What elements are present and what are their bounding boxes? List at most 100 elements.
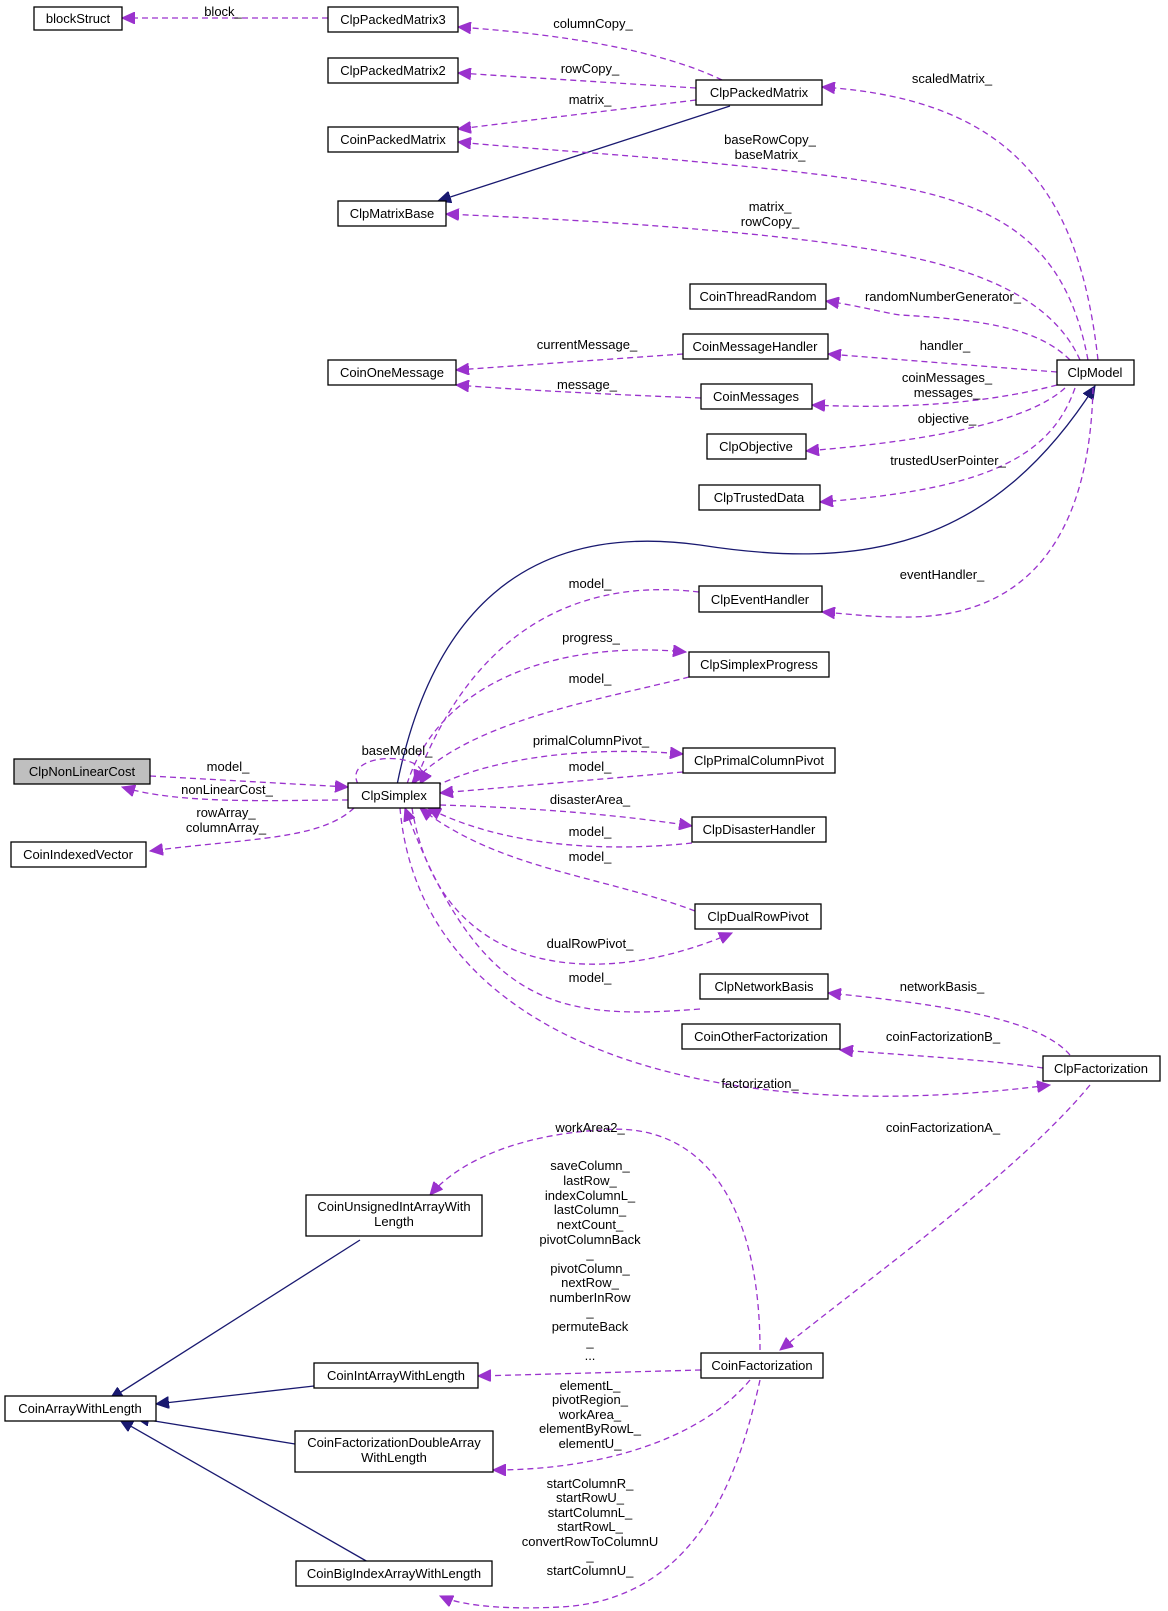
node-label: ClpPackedMatrix2 xyxy=(340,63,446,78)
edges xyxy=(110,18,1099,1609)
edge-networkbasis xyxy=(828,993,1071,1056)
node-clpfactorization[interactable]: ClpFactorization xyxy=(1042,1055,1161,1082)
edge-bigindex-inherits-arraywithlength xyxy=(120,1420,369,1563)
edge-label-disasterarea: disasterArea_ xyxy=(550,792,631,807)
node-clpsimplexprogress[interactable]: ClpSimplexProgress xyxy=(688,651,830,678)
node-coinarraywithlength[interactable]: CoinArrayWithLength xyxy=(4,1395,157,1422)
int-array-label-10: numberInRow xyxy=(550,1290,632,1305)
edge-coinmessages xyxy=(812,384,1058,406)
node-clppackedmatrix3[interactable]: ClpPackedMatrix3 xyxy=(327,6,459,33)
edge-nonlinearcost xyxy=(122,787,349,802)
bigindex-array-label-4: startRowL_ xyxy=(557,1519,624,1534)
edge-label-message: message_ xyxy=(557,377,618,392)
node-coinmessages[interactable]: CoinMessages xyxy=(700,383,813,410)
node-label: ClpNonLinearCost xyxy=(29,764,136,779)
edge-label-baserowcopy-2: baseMatrix_ xyxy=(735,147,807,162)
node-clpnetworkbasis[interactable]: ClpNetworkBasis xyxy=(699,973,829,1000)
edge-label-bigindexarrays: startColumnR_ startRowU_ startColumnL_ s… xyxy=(522,1476,659,1578)
node-label: CoinMessageHandler xyxy=(692,339,818,354)
edge-label-progress: progress_ xyxy=(562,630,621,645)
node-label: CoinArrayWithLength xyxy=(18,1401,142,1416)
bigindex-array-label-5: convertRowToColumnU xyxy=(522,1534,659,1549)
int-array-label-12: permuteBack xyxy=(552,1319,629,1334)
edge-columncopy xyxy=(458,27,723,81)
node-label: ClpFactorization xyxy=(1054,1061,1148,1076)
edge-label-rowarray-1: rowArray_ xyxy=(196,805,256,820)
bigindex-array-label-1: startColumnR_ xyxy=(547,1476,634,1491)
node-coinbigindexarraywithlength[interactable]: CoinBigIndexArrayWithLength xyxy=(295,1560,493,1587)
edge-label-factorization: factorization_ xyxy=(721,1076,799,1091)
edge-label-scaledmatrix: scaledMatrix_ xyxy=(912,71,993,86)
edge-primalcolumnpivot xyxy=(426,751,683,792)
edge-double-inherits-arraywithlength xyxy=(136,1418,296,1445)
edge-model-network xyxy=(405,808,701,1013)
node-coinfactorizationdoublearraywithlength[interactable]: CoinFactorizationDoubleArray WithLength xyxy=(294,1430,494,1473)
node-clpdualrowpivot[interactable]: ClpDualRowPivot xyxy=(694,903,822,930)
bigindex-array-label-7: startColumnU_ xyxy=(547,1563,634,1578)
node-clpmodel[interactable]: ClpModel xyxy=(1056,359,1135,386)
node-coinmessagehandler[interactable]: CoinMessageHandler xyxy=(682,333,829,360)
int-array-label-14: ... xyxy=(585,1348,596,1363)
double-array-label-1: elementL_ xyxy=(560,1378,621,1393)
node-cointhreadrandom[interactable]: CoinThreadRandom xyxy=(689,283,827,310)
double-array-label-5: elementU_ xyxy=(559,1436,623,1451)
edge-label-dualrowpivot: dualRowPivot_ xyxy=(547,936,634,951)
edge-label-model-network: model_ xyxy=(569,970,612,985)
edge-bigindexarrays xyxy=(440,1379,761,1609)
node-coinpackedmatrix[interactable]: CoinPackedMatrix xyxy=(327,126,459,153)
node-coinintarraywithlength[interactable]: CoinIntArrayWithLength xyxy=(313,1362,479,1389)
double-array-label-3: workArea_ xyxy=(558,1407,622,1422)
node-clpmatrixbase[interactable]: ClpMatrixBase xyxy=(337,200,447,227)
edge-label-matrix-pm: matrix_ xyxy=(569,92,612,107)
node-coinunsignedintarraywithlength[interactable]: CoinUnsignedIntArrayWith Length xyxy=(305,1194,483,1237)
nodes: blockStruct ClpPackedMatrix3 ClpPackedMa… xyxy=(4,6,1161,1587)
node-clpsimplex[interactable]: ClpSimplex xyxy=(347,782,441,809)
node-coinindexedvector[interactable]: CoinIndexedVector xyxy=(10,841,147,868)
edge-rowarray xyxy=(150,807,355,851)
edge-label-eventhandler: eventHandler_ xyxy=(900,567,985,582)
double-array-label-4: elementByRowL_ xyxy=(539,1421,642,1436)
node-clppackedmatrix2[interactable]: ClpPackedMatrix2 xyxy=(327,57,459,84)
edge-label-intarrays: saveColumn_ lastRow_ indexColumnL_ lastC… xyxy=(539,1158,641,1363)
edge-label-rowarray-2: columnArray_ xyxy=(186,820,267,835)
node-clpeventhandler[interactable]: ClpEventHandler xyxy=(698,585,823,613)
node-clpdisasterhandler[interactable]: ClpDisasterHandler xyxy=(691,816,827,843)
edge-label-model-primal: model_ xyxy=(569,759,612,774)
edge-matrix-rowcopy xyxy=(446,214,1081,361)
edge-label-nonlinearcost: nonLinearCost_ xyxy=(181,782,274,797)
edge-label-coinfactorizationa: coinFactorizationA_ xyxy=(886,1120,1001,1135)
bigindex-array-label-3: startColumnL_ xyxy=(548,1505,633,1520)
edge-model-dual xyxy=(420,808,696,912)
edge-label-block: block_ xyxy=(204,4,242,19)
edge-model-event xyxy=(415,589,700,783)
node-coinfactorization[interactable]: CoinFactorization xyxy=(700,1352,824,1379)
edge-label-networkbasis: networkBasis_ xyxy=(900,979,985,994)
edge-label-matrix-rowcopy-1: matrix_ xyxy=(749,199,792,214)
edge-label-matrix-rowcopy-2: rowCopy_ xyxy=(741,214,800,229)
edge-unsigned-inherits-arraywithlength xyxy=(110,1239,361,1399)
edge-packedmatrix-inherits-matrixbase xyxy=(438,105,731,201)
int-array-label-8: pivotColumn_ xyxy=(550,1261,630,1276)
edge-label-handler: handler_ xyxy=(920,338,971,353)
node-coinotherfactorization[interactable]: CoinOtherFactorization xyxy=(681,1023,841,1050)
node-label: ClpSimplex xyxy=(361,788,427,803)
node-clptrusteddata[interactable]: ClpTrustedData xyxy=(698,484,821,511)
node-coinonemessage[interactable]: CoinOneMessage xyxy=(327,359,457,386)
node-blockstruct[interactable]: blockStruct xyxy=(33,6,123,31)
edge-label-objective: objective_ xyxy=(918,411,977,426)
node-label: ClpDualRowPivot xyxy=(707,909,809,924)
edge-handler xyxy=(828,354,1058,373)
edge-progress xyxy=(406,650,686,785)
edge-label-primalcolumnpivot: primalColumnPivot_ xyxy=(533,733,650,748)
edge-simplex-inherits-model xyxy=(396,386,1095,786)
edge-label-model-progress: model_ xyxy=(569,671,612,686)
int-array-label-4: lastColumn_ xyxy=(554,1202,627,1217)
node-label: CoinBigIndexArrayWithLength xyxy=(307,1566,481,1581)
node-clpnonlinearcost[interactable]: ClpNonLinearCost xyxy=(13,758,151,785)
edge-label-model-dual: model_ xyxy=(569,849,612,864)
node-label: CoinFactorization xyxy=(711,1358,812,1373)
node-clpprimalcolumnpivot[interactable]: ClpPrimalColumnPivot xyxy=(682,747,836,774)
node-clppackedmatrix[interactable]: ClpPackedMatrix xyxy=(695,79,823,106)
node-clpobjective[interactable]: ClpObjective xyxy=(706,433,807,460)
node-label: CoinThreadRandom xyxy=(699,289,816,304)
